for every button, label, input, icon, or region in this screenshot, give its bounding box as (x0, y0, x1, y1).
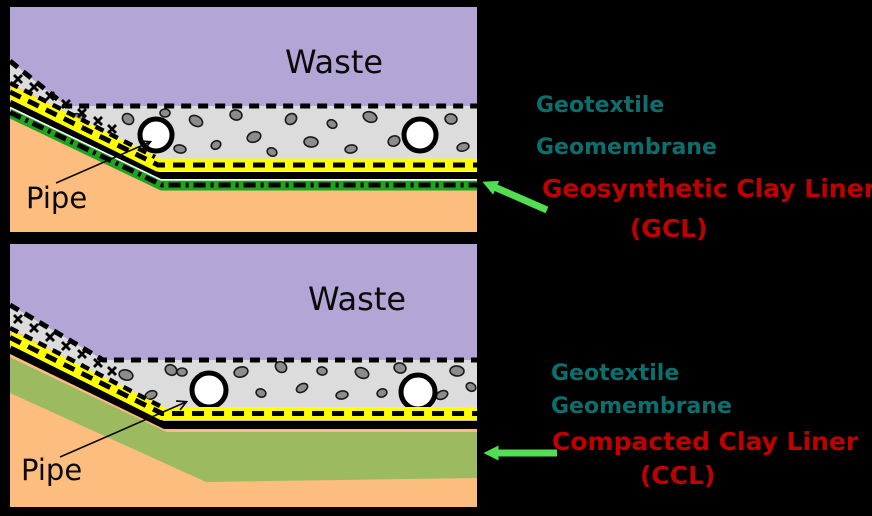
legend-gcl-geomembrane: Geomembrane (536, 135, 717, 160)
geomembrane-pattern (10, 335, 477, 416)
pipe-pointer-arrow-icon (55, 142, 150, 184)
ccl-diagram: Waste Pipe (10, 244, 477, 507)
legend-gcl-geotextile: Geotextile (536, 93, 665, 118)
gravel-drainage-layer (10, 305, 477, 408)
ccl-cross-section-panel: Waste Pipe (8, 242, 479, 509)
gcl-arrow-icon (482, 180, 549, 214)
waste-area (10, 244, 477, 360)
drainage-pipe (401, 116, 439, 154)
pipe-label: Pipe (21, 453, 82, 487)
waste-area (10, 7, 477, 106)
waste-label: Waste (285, 43, 383, 81)
drainage-pipe (137, 116, 175, 154)
legend-ccl-geomembrane: Geomembrane (551, 394, 732, 419)
geotextile-layer (10, 302, 477, 363)
drainage-pipe (189, 370, 229, 410)
legend-gcl-liner: Geosynthetic Clay Liner (542, 174, 872, 203)
gcl-layer-pattern (10, 110, 477, 188)
pipe-label: Pipe (26, 181, 87, 215)
gcl-cross-section-panel: Waste Pipe (8, 5, 479, 234)
legend-ccl-liner: Compacted Clay Liner (552, 427, 859, 456)
geomembrane-pattern (10, 89, 477, 168)
legend-ccl-abbr: (CCL) (640, 461, 716, 490)
ccl-layer (10, 357, 477, 482)
geotextile-slope-line (10, 326, 162, 408)
gravel-drainage-layer (10, 61, 477, 159)
geotextile-layer (10, 59, 477, 109)
geomembrane-layer (10, 344, 477, 429)
slope-x-marks (13, 314, 117, 376)
gravel-stones (118, 360, 477, 401)
geotextile-slope-line (10, 80, 157, 160)
waste-label: Waste (308, 280, 406, 318)
geomembrane-layer (10, 99, 477, 179)
gcl-diagram: Waste Pipe (10, 7, 477, 232)
slope-x-marks (13, 74, 117, 134)
legend-ccl-geotextile: Geotextile (551, 361, 680, 386)
legend-gcl-abbr: (GCL) (630, 214, 708, 243)
pipe-pointer-arrow-icon (59, 402, 186, 458)
drainage-pipe (398, 372, 438, 412)
